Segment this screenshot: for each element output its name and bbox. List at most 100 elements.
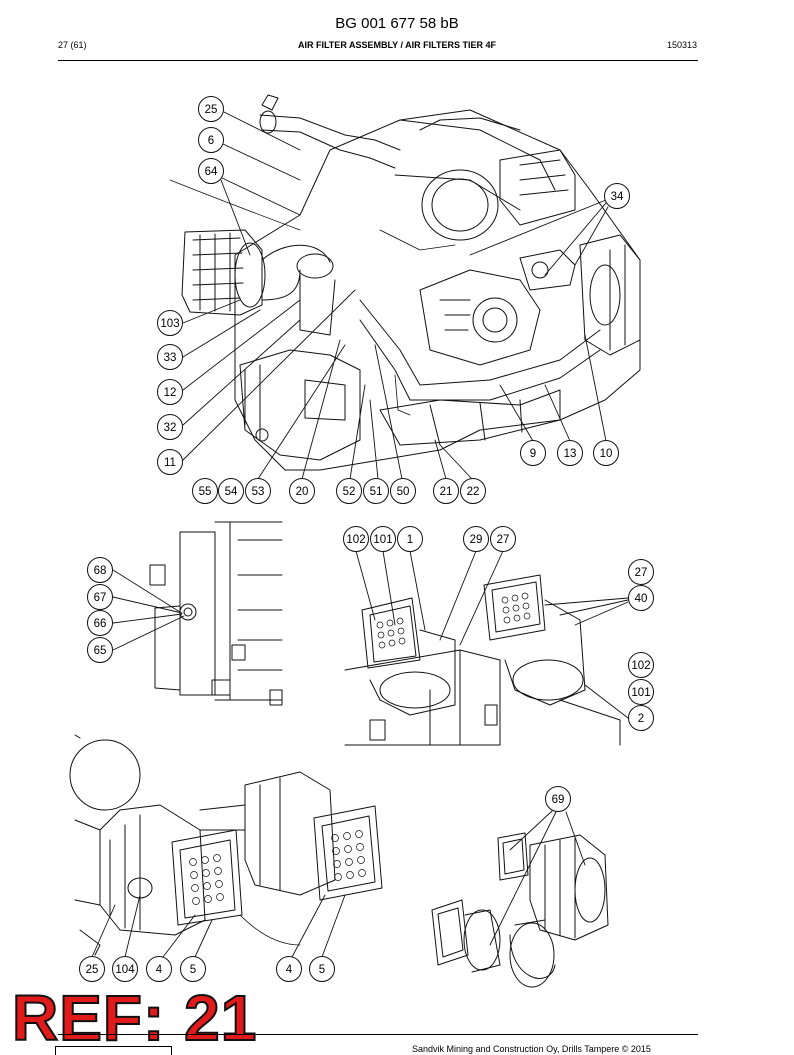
callout-label: 22 (467, 486, 480, 498)
callout-55: 55 (192, 478, 218, 504)
callout-label: 13 (564, 448, 577, 460)
callout-12: 12 (157, 379, 183, 405)
callout-label: 66 (94, 618, 107, 630)
callout-2: 2 (628, 705, 654, 731)
callout-10: 10 (593, 440, 619, 466)
callout-label: 67 (94, 592, 107, 604)
callout-label: 32 (164, 422, 177, 434)
callout-68: 68 (87, 557, 113, 583)
callout-label: 104 (115, 964, 135, 976)
callout-66: 66 (87, 610, 113, 636)
callout-label: 27 (497, 534, 510, 546)
callout-67: 67 (87, 584, 113, 610)
callout-64: 64 (198, 158, 224, 184)
callout-5: 5 (180, 956, 206, 982)
exploded-detail-drawing (431, 832, 609, 988)
callout-27: 27 (628, 559, 654, 585)
side-detail-drawing (149, 521, 283, 706)
callout-102: 102 (628, 652, 654, 678)
callout-34: 34 (604, 183, 630, 209)
callout-label: 29 (470, 534, 483, 546)
callout-5: 5 (309, 956, 335, 982)
callout-label: 54 (225, 486, 238, 498)
callout-102: 102 (343, 526, 369, 552)
callout-label: 4 (286, 964, 293, 976)
right-detail-drawing (344, 574, 621, 746)
callout-label: 20 (296, 486, 309, 498)
callout-label: 12 (164, 387, 177, 399)
callout-29: 29 (463, 526, 489, 552)
callout-label: 5 (190, 964, 196, 976)
callout-33: 33 (157, 344, 183, 370)
callout-label: 34 (611, 191, 624, 203)
callout-51: 51 (363, 478, 389, 504)
right-leader-lines (355, 550, 629, 719)
date-code: 150313 (666, 40, 697, 50)
callout-101: 101 (628, 679, 654, 705)
footer-copyright: Sandvik Mining and Construction Oy, Dril… (412, 1044, 651, 1054)
lower-left-detail-drawing (69, 734, 383, 956)
callout-label: 101 (373, 534, 392, 546)
callout-25: 25 (198, 96, 224, 122)
callout-label: 52 (343, 486, 356, 498)
callout-104: 104 (112, 956, 138, 982)
callout-label: 2 (638, 713, 644, 725)
callout-65: 65 (87, 637, 113, 663)
header-rule (58, 60, 698, 61)
callout-label: 51 (370, 486, 383, 498)
callout-1: 1 (397, 526, 423, 552)
callout-label: 11 (164, 457, 176, 469)
main-leader-lines (182, 111, 609, 480)
callout-6: 6 (198, 127, 224, 153)
callout-101: 101 (370, 526, 396, 552)
callout-22: 22 (460, 478, 486, 504)
callout-4: 4 (276, 956, 302, 982)
callout-label: 1 (407, 534, 413, 546)
callout-50: 50 (390, 478, 416, 504)
callout-20: 20 (289, 478, 315, 504)
exploded-leader-lines (489, 810, 586, 946)
callout-54: 54 (218, 478, 244, 504)
callout-4: 4 (146, 956, 172, 982)
callout-label: 101 (631, 687, 650, 699)
callout-52: 52 (336, 478, 362, 504)
callout-label: 69 (552, 794, 565, 806)
callout-103: 103 (157, 310, 183, 336)
callout-label: 25 (205, 104, 218, 116)
callout-21: 21 (433, 478, 459, 504)
callout-label: 6 (208, 135, 214, 147)
document-number: BG 001 677 58 bB (335, 15, 459, 32)
callout-label: 4 (156, 964, 163, 976)
page-title: AIR FILTER ASSEMBLY / AIR FILTERS TIER 4… (297, 40, 496, 50)
callout-label: 40 (635, 593, 648, 605)
callout-label: 102 (631, 660, 650, 672)
callout-label: 53 (252, 486, 265, 498)
callout-53: 53 (245, 478, 271, 504)
reference-stamp: REF: 21 (11, 982, 258, 1054)
callout-9: 9 (520, 440, 546, 466)
callout-27: 27 (490, 526, 516, 552)
side-leader-lines (112, 569, 185, 651)
callout-25: 25 (79, 956, 105, 982)
callout-label: 27 (635, 567, 648, 579)
callout-label: 21 (440, 486, 453, 498)
callout-label: 33 (164, 352, 177, 364)
callout-label: 9 (530, 448, 536, 460)
callout-label: 10 (600, 448, 613, 460)
callout-label: 50 (397, 486, 410, 498)
brand-logo-icon (55, 1046, 172, 1055)
callout-label: 65 (94, 645, 107, 657)
callout-label: 102 (346, 534, 365, 546)
engine-assembly-drawing (169, 94, 641, 471)
callout-label: 68 (94, 565, 107, 577)
footer-rule (58, 1034, 698, 1035)
callout-label: 103 (160, 318, 179, 330)
callout-label: 25 (86, 964, 99, 976)
callout-label: 5 (319, 964, 325, 976)
page-number: 27 (61) (58, 40, 87, 50)
callout-13: 13 (557, 440, 583, 466)
lower-left-leader-lines (91, 894, 346, 958)
callout-label: 55 (199, 486, 212, 498)
